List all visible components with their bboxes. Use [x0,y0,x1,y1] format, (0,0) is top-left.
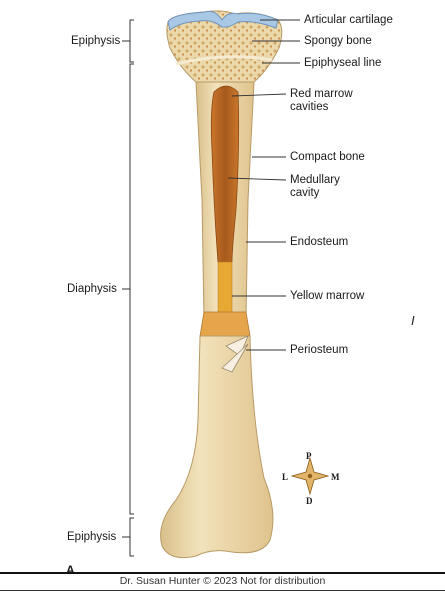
label-periosteum: Periosteum [290,344,349,356]
compass-north: P [306,451,312,461]
label-red-marrow-cavities: Red marrow cavities [290,88,353,113]
epiphyseal-line-mark [175,55,273,66]
articular-cartilage [167,10,279,31]
stray-mark: I [411,313,415,328]
left-brackets [122,19,134,557]
leader-lines [227,19,300,351]
compass-west: L [282,472,289,482]
label-epiphyseal-line: Epiphyseal line [304,57,382,69]
label-compact-bone: Compact bone [290,151,365,163]
label-spongy-bone: Spongy bone [304,35,372,47]
cut-plane [199,311,251,337]
label-articular-cartilage: Articular cartilage [304,14,393,26]
bottom-rule [0,572,445,574]
copyright-credit: Dr. Susan Hunter © 2023 Not for distribu… [119,575,326,587]
bottom-rule-2 [0,590,445,591]
label-yellow-marrow: Yellow marrow [290,290,365,302]
periosteum-flap [225,335,249,357]
label-epiphysis-top: Epiphysis [71,35,121,47]
compass-south: D [306,496,313,506]
compass-rose [290,456,330,496]
lower-shaft [160,335,274,559]
label-endosteum: Endosteum [290,236,349,248]
panel-letter: A [66,563,75,577]
compass-east: M [331,472,340,482]
red-marrow-mark [210,85,240,263]
label-medullary-cavity: Medullary cavity [290,174,340,199]
yellow-marrow-mark [217,261,233,313]
label-diaphysis: Diaphysis [67,283,117,295]
label-epiphysis-bottom: Epiphysis [67,531,117,543]
